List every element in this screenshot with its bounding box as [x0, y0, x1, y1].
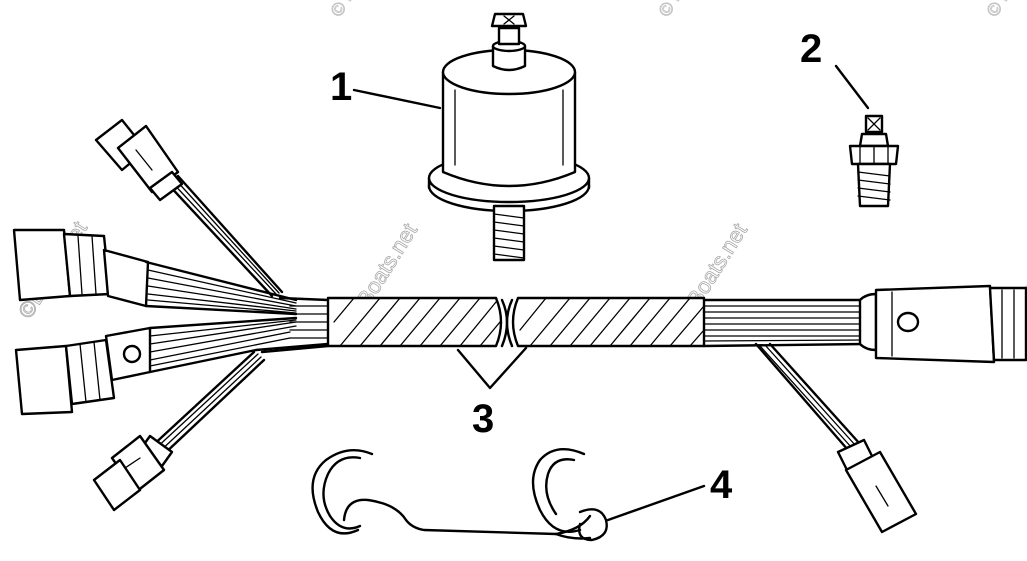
- watermark-corner-1: © Boats.net: [326, 0, 393, 20]
- watermark-corner-3: © Boats.net: [982, 0, 1027, 20]
- callout-4: 4: [710, 463, 733, 507]
- part-4-wire-clip: [311, 448, 608, 542]
- watermark-corner-2: © Boats.net: [654, 0, 721, 20]
- part-2-temperature-sender: [848, 114, 900, 208]
- part-1-pressure-sender: [427, 12, 591, 262]
- part-3-wire-harness: [12, 118, 1027, 534]
- callout-2: 2: [800, 27, 822, 71]
- callout-1: 1: [330, 65, 352, 109]
- callout-3: 3: [472, 397, 494, 441]
- callout-leaders: [352, 64, 870, 522]
